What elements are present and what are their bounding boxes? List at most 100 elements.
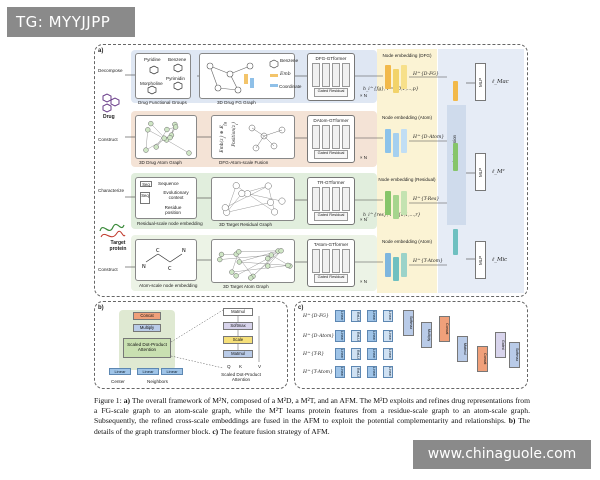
graph-node xyxy=(233,273,239,279)
row1-groups-caption: Drug Functional Groups xyxy=(138,100,187,105)
fusion-input-symbol: H^{D-FG} xyxy=(303,314,329,319)
linear-neighbor-v: Linear xyxy=(161,368,183,375)
embedding-bar xyxy=(401,129,407,153)
multiply-block: Multiply xyxy=(133,324,161,332)
embedding-bar xyxy=(393,257,399,281)
linear-neighbor-k: Linear xyxy=(137,368,159,375)
drug-atom-graph xyxy=(135,115,197,159)
gt-repeat: × N xyxy=(359,279,367,284)
row4-left-caption: Atom-scale node embedding xyxy=(139,283,198,288)
fusion-input-symbol: H^{D-Atom} xyxy=(303,334,335,339)
fusion-layer-block: Linear xyxy=(383,366,393,378)
drug-molecule-icon xyxy=(102,93,120,113)
graph-node xyxy=(172,124,179,130)
gt-linear-2 xyxy=(342,125,350,149)
gt-gated-residual: Gated Residual xyxy=(314,274,348,283)
residual-item: Sequence xyxy=(158,181,179,186)
gt-title: DFG-GTformer xyxy=(315,56,347,61)
watermark-bottom: www.chinaguole.com xyxy=(413,440,591,469)
gt-layernorm xyxy=(332,187,340,211)
row3-left-caption: Residual-scale node embedding xyxy=(137,221,203,226)
row2-graph-caption: 3D Drug Atom Graph xyxy=(139,160,182,165)
residual-graph-drawing xyxy=(221,182,286,216)
v-label: V xyxy=(258,364,262,369)
drug-functional-groups: Pyridine Benzene Morpholine Pyrimidin xyxy=(135,53,191,99)
fusion-layer-block: ReLU xyxy=(351,330,361,342)
fusion-input-symbol: H^{T-R} xyxy=(303,352,325,357)
fusion-layer-block: Linear xyxy=(367,366,377,378)
drug-label: Drug xyxy=(103,114,115,120)
row3-index-formula: h_i^{res}, i = {0,1,...,r} xyxy=(363,213,421,218)
target-residual-graph xyxy=(211,177,295,221)
fusion-graph-drawing xyxy=(248,124,286,152)
row2-embed-title: Node embedding (Atom) xyxy=(381,115,433,120)
graph-node xyxy=(221,204,229,212)
gt-gated-residual: Gated Residual xyxy=(314,150,348,159)
residual-node-embedding: Seq Seq Sequence Evolutionary context Re… xyxy=(135,177,197,219)
graph-node xyxy=(167,134,173,141)
row3-graph-caption: 3D Target Residual Graph xyxy=(219,222,273,227)
fusion-bar xyxy=(453,143,458,171)
row4-embed-symbol: H^{T-Atom} xyxy=(413,259,443,264)
gt-multihead xyxy=(322,187,330,211)
gt-linear xyxy=(312,249,320,273)
residual-item: Evolutionary context xyxy=(163,190,189,201)
panel-a: a) Adaptive Fusion Decompose Pyridine Be… xyxy=(94,44,528,297)
caption-lead: Figure 1: xyxy=(94,396,122,405)
svg-text:C: C xyxy=(156,248,160,254)
matmul-top-block: Matmul xyxy=(223,308,253,316)
gt-layernorm xyxy=(332,249,340,273)
svg-text:N: N xyxy=(182,248,186,254)
gt-linear-2 xyxy=(342,249,350,273)
row1-graph-caption: 3D Drug FG Graph xyxy=(217,100,256,105)
fusion-layer-block: Linear xyxy=(383,310,393,322)
caption-a-text: The overall framework of M²N, composed o… xyxy=(94,396,530,426)
fusion-op-block: Concat xyxy=(439,316,450,342)
fusion-op-block: Gated xyxy=(495,332,506,358)
output-m2: ℓ_M² xyxy=(492,169,505,175)
panel-c: c) H^{D-FG} H^{D-Atom} H^{T-R} H^{T-Atom… xyxy=(294,301,528,389)
graph-node xyxy=(265,255,271,262)
embedding-bar xyxy=(401,253,407,277)
gt-linear xyxy=(312,125,320,149)
gt-linear-2 xyxy=(342,63,350,87)
graph-node xyxy=(278,197,286,205)
fusion-layer-block: Linear xyxy=(367,330,377,342)
seq-box-2: Seq xyxy=(140,192,150,204)
graph-node xyxy=(217,256,223,263)
graph-node xyxy=(285,262,291,269)
embedding-bar xyxy=(385,191,391,215)
fusion-op-block: Concat xyxy=(477,346,488,372)
target-atom-graph xyxy=(211,239,295,283)
scale-block: Scale xyxy=(223,336,253,344)
embedding-bar xyxy=(385,65,391,89)
fusion-layer-block: Linear xyxy=(383,330,393,342)
graph-legend-item: Benzene xyxy=(280,58,299,63)
fusion-layer-block: Linear xyxy=(383,348,393,360)
fg-item: Pyrimidin xyxy=(166,76,185,81)
graph-node xyxy=(265,263,271,269)
panel-a-label: a) xyxy=(98,48,104,54)
fusion-op-block: Softmax xyxy=(403,310,414,336)
atom-embedding-drawing: N C C N xyxy=(142,248,186,272)
graph-node xyxy=(153,144,159,150)
graph-node xyxy=(186,150,192,156)
dfg-gtformer-block: DFG-GTformer Gated Residual × N xyxy=(307,53,367,101)
drug-fg-graph: Benzene Emb Coordinate xyxy=(199,53,301,99)
graph-node xyxy=(264,182,272,190)
row2-fusion-caption: DFG-Atom-scale Fusion xyxy=(219,160,269,165)
fusion-layer-block: ReLU xyxy=(351,310,361,322)
graph-node xyxy=(232,182,240,190)
graph-node xyxy=(229,269,235,275)
graph-node xyxy=(268,252,274,258)
row4-embed-title: Node embedding (Atom) xyxy=(381,239,433,244)
caption-a-tag: a) xyxy=(123,396,131,405)
tatom-gtformer-block: TAtom-GTformer Gated Residual × N xyxy=(307,239,367,287)
embedding-bar xyxy=(385,253,391,277)
output-mac: ℓ_Mac xyxy=(492,79,509,85)
row1-index-formula: h_i^{fg}, i = {0,1,...,p} xyxy=(363,87,419,92)
sdpa-block: Scaled Dot-Product Attention xyxy=(123,338,171,358)
svg-text:C: C xyxy=(168,266,172,272)
gt-gated-residual: Gated Residual xyxy=(314,212,348,221)
embedding-bar xyxy=(401,65,407,89)
